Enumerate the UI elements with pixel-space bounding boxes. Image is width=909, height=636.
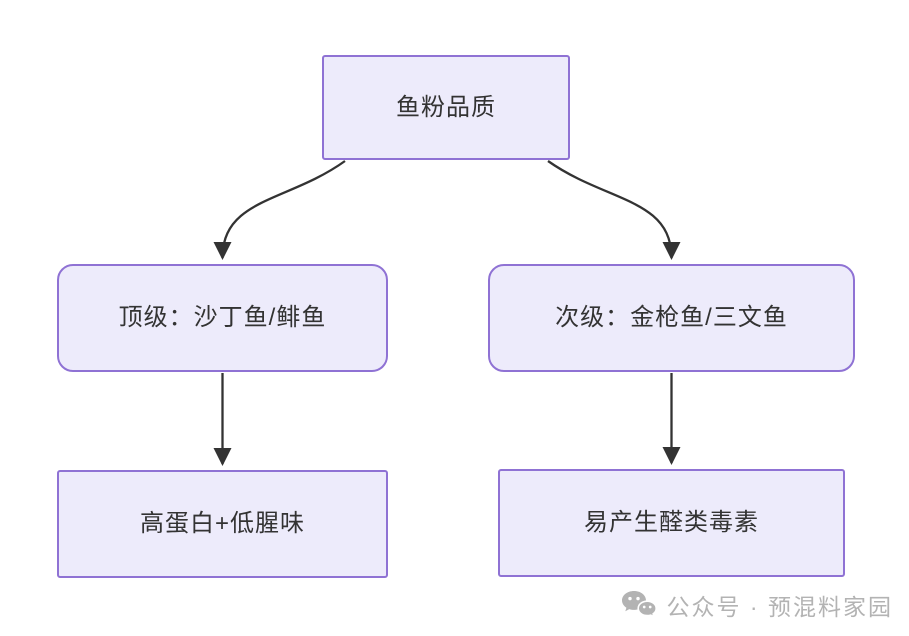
edge-root-to-secondary: [547, 160, 681, 260]
watermark: 公众号 · 预混料家园: [621, 588, 893, 622]
watermark-text: 公众号 · 预混料家园: [666, 594, 893, 620]
node-high-protein-label: 高蛋白+低腥味: [139, 510, 305, 538]
edge-root-to-top-grade: [213, 160, 346, 260]
node-aldehyde-toxin: 易产生醛类毒素: [498, 469, 845, 577]
node-aldehyde-toxin-label: 易产生醛类毒素: [584, 509, 759, 537]
node-top-grade-label: 顶级：沙丁鱼/鲱鱼: [118, 304, 327, 332]
node-high-protein: 高蛋白+低腥味: [57, 470, 388, 578]
node-fishmeal-quality-label: 鱼粉品质: [396, 93, 496, 121]
node-top-grade: 顶级：沙丁鱼/鲱鱼: [57, 264, 388, 372]
node-secondary-grade-label: 次级：金枪鱼/三文鱼: [555, 304, 788, 332]
wechat-icon: [621, 590, 657, 620]
node-secondary-grade: 次级：金枪鱼/三文鱼: [488, 264, 855, 372]
node-fishmeal-quality: 鱼粉品质: [322, 55, 570, 160]
